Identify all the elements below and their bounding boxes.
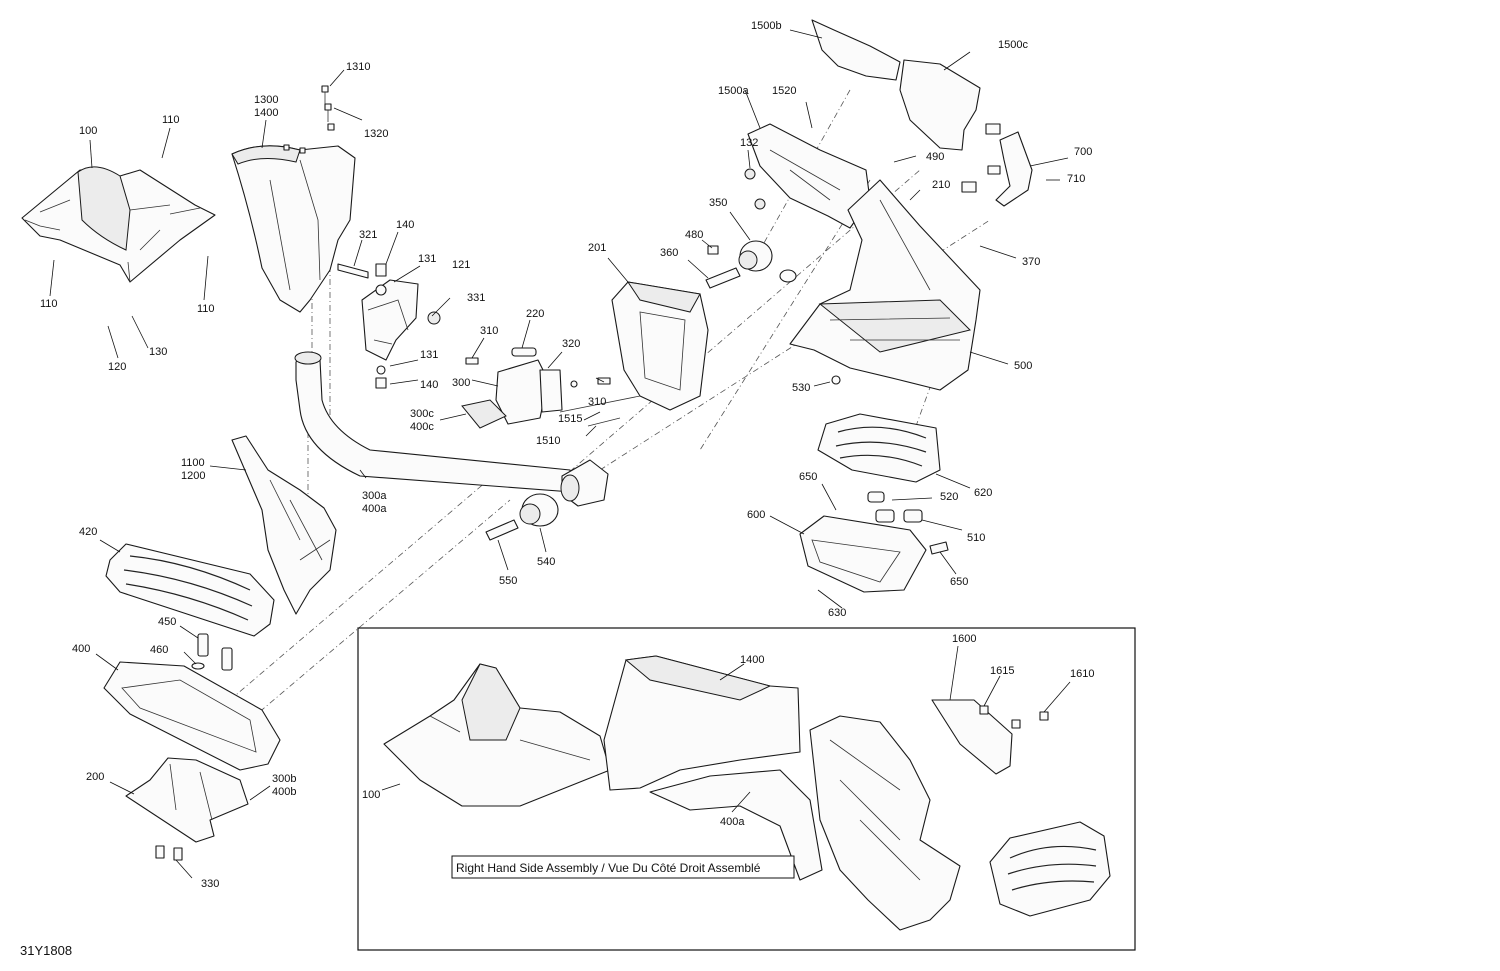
callout-480: 480: [685, 229, 703, 241]
callout-370: 370: [1022, 256, 1040, 268]
callout-490: 490: [926, 151, 944, 163]
part-700-bracket: [961, 123, 1033, 207]
callout-140: 140: [396, 219, 414, 231]
part-201-cover: [611, 281, 709, 411]
callout-1100: 1100: [181, 457, 205, 469]
inset-caption: Right Hand Side Assembly / Vue Du Côté D…: [456, 861, 761, 875]
callout-120: 120: [108, 361, 126, 373]
callout-540: 540: [537, 556, 555, 568]
callout-210: 210: [932, 179, 950, 191]
callout-300b: 300b: [272, 773, 296, 785]
part-600-plate: [799, 515, 949, 593]
part-620-footrest: [817, 413, 941, 483]
callout-1320: 1320: [364, 128, 388, 140]
callout-530: 530: [792, 382, 810, 394]
leader-lines: [49, 29, 1071, 879]
callout-300a: 300a: [362, 490, 387, 502]
callout-310: 310: [588, 396, 606, 408]
callout-1520: 1520: [772, 85, 796, 97]
callout-400a: 400a: [362, 503, 387, 515]
part-1100-panel: [231, 435, 337, 615]
part-1300-panel: [231, 145, 356, 313]
callout-460: 460: [150, 644, 168, 656]
callout-200: 200: [86, 771, 104, 783]
inset-caption-box: [451, 855, 795, 879]
inset-callout-1400: 1400: [740, 654, 764, 666]
screws-1310-1320: [283, 85, 335, 154]
callout-1500b: 1500b: [751, 20, 782, 32]
callout-400: 400: [72, 643, 90, 655]
inset-callout-1615: 1615: [990, 665, 1014, 677]
callout-331: 331: [467, 292, 485, 304]
callout-510: 510: [967, 532, 985, 544]
part-420-footrest: [105, 543, 275, 637]
inset-frame: [357, 627, 1136, 951]
callout-360: 360: [660, 247, 678, 259]
callout-710: 710: [1067, 173, 1085, 185]
part-300a-tube: [294, 351, 609, 507]
callout-620: 620: [974, 487, 992, 499]
callout-700: 700: [1074, 146, 1092, 158]
part-400-plate: [103, 661, 281, 771]
callout-132: 132: [740, 137, 758, 149]
callout-1500a: 1500a: [718, 85, 749, 97]
callout-650: 650: [799, 471, 817, 483]
callout-520: 520: [940, 491, 958, 503]
part-1500b-panel: [811, 19, 901, 81]
inset-assembly-drawing: [383, 655, 1111, 931]
callout-350: 350: [709, 197, 727, 209]
callout-400c: 400c: [410, 421, 434, 433]
callout-130: 130: [149, 346, 167, 358]
callout-1300: 1300: [254, 94, 278, 106]
bolts-450-460: [191, 633, 233, 671]
callout-310: 310: [480, 325, 498, 337]
callout-110: 110: [197, 303, 215, 315]
callout-220: 220: [526, 308, 544, 320]
inset-callout-1610: 1610: [1070, 668, 1094, 680]
callout-500: 500: [1014, 360, 1032, 372]
inset-callout-1600: 1600: [952, 633, 976, 645]
callout-320: 320: [562, 338, 580, 350]
callout-110: 110: [40, 298, 58, 310]
callout-630: 630: [828, 607, 846, 619]
callout-321: 321: [359, 229, 377, 241]
callout-400b: 400b: [272, 786, 296, 798]
callout-650: 650: [950, 576, 968, 588]
callout-450: 450: [158, 616, 176, 628]
callout-1510: 1510: [536, 435, 560, 447]
callout-110: 110: [162, 114, 180, 126]
callout-1500c: 1500c: [998, 39, 1028, 51]
part-300-bracket: [461, 347, 641, 429]
callout-600: 600: [747, 509, 765, 521]
callout-1200: 1200: [181, 470, 205, 482]
inset-callout-400a: 400a: [720, 816, 745, 828]
part-100-bracket: [21, 166, 216, 283]
inset-callout-100: 100: [362, 789, 380, 801]
callout-330: 330: [201, 878, 219, 890]
part-121-bracket: [337, 263, 441, 389]
callout-300c: 300c: [410, 408, 434, 420]
callout-1400: 1400: [254, 107, 278, 119]
callout-420: 420: [79, 526, 97, 538]
callout-131: 131: [418, 253, 436, 265]
part-540-bearing: [485, 493, 559, 541]
callout-1310: 1310: [346, 61, 370, 73]
callout-300: 300: [452, 377, 470, 389]
callout-131: 131: [420, 349, 438, 361]
part-1500c-panel: [899, 59, 981, 151]
callout-140: 140: [420, 379, 438, 391]
callout-121: 121: [452, 259, 470, 271]
callout-labels: 100 110 110 110 120 130 1300 1400 1310 1…: [40, 20, 1094, 890]
callout-201: 201: [588, 242, 606, 254]
part-500-housing: [789, 179, 981, 391]
callout-1515: 1515: [558, 413, 582, 425]
diagram-reference-code: 31Y1808: [20, 943, 72, 958]
part-350-bearing: [705, 240, 797, 289]
part-200-bracket: [125, 757, 249, 861]
callout-100: 100: [79, 125, 97, 137]
callout-550: 550: [499, 575, 517, 587]
spacers-510-520: [867, 491, 923, 523]
